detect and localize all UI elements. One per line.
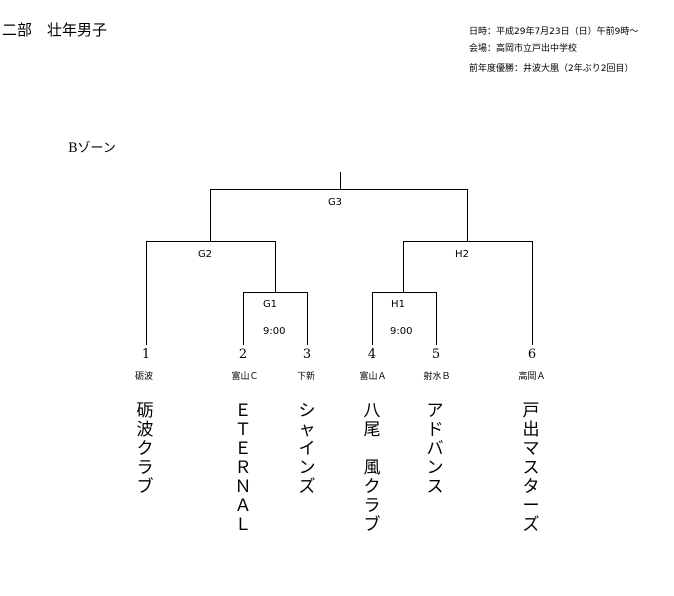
team-short-name: 下新 [296, 372, 315, 382]
zone-label: Bゾーン [68, 141, 116, 156]
team-short-name: 射水Ｂ [423, 372, 451, 382]
team-name: 砺波クラブ [136, 401, 154, 497]
previous-winner: 前年度優勝：井波大凰（2年ぶり2回目） [469, 64, 634, 74]
team-number: 6 [527, 347, 537, 362]
team-number: 3 [302, 347, 312, 362]
team-short-name: 高岡Ａ [518, 372, 546, 382]
game-label-h1: H1 [391, 299, 405, 310]
team-number: 5 [431, 347, 441, 362]
page-title: 二部 壮年男子 [2, 21, 108, 39]
team-short-name: 富山Ａ [359, 372, 387, 382]
team-number: 4 [367, 347, 377, 362]
game-time-h1: 9:00 [390, 326, 413, 337]
team-number: 2 [238, 347, 248, 362]
event-venue: 会場：高岡市立戸出中学校 [469, 44, 578, 54]
event-datetime: 日時：平成29年7月23日（日）午前9時～ [469, 27, 639, 37]
game-label-g3: G3 [327, 197, 343, 208]
game-time-g1: 9:00 [263, 326, 286, 337]
team-name: シャインズ [298, 401, 316, 497]
team-number: 1 [141, 347, 151, 362]
game-label-g2: G2 [197, 249, 213, 260]
team-short-name: 砺波 [134, 372, 153, 382]
team-name: 戸出マスターズ [522, 401, 540, 535]
game-label-g1: G1 [262, 299, 278, 310]
team-short-name: 富山Ｃ [231, 372, 259, 382]
team-name: アドバンス [426, 401, 444, 497]
game-label-h2: H2 [455, 249, 469, 260]
team-name: 八尾 風クラブ [363, 401, 381, 535]
